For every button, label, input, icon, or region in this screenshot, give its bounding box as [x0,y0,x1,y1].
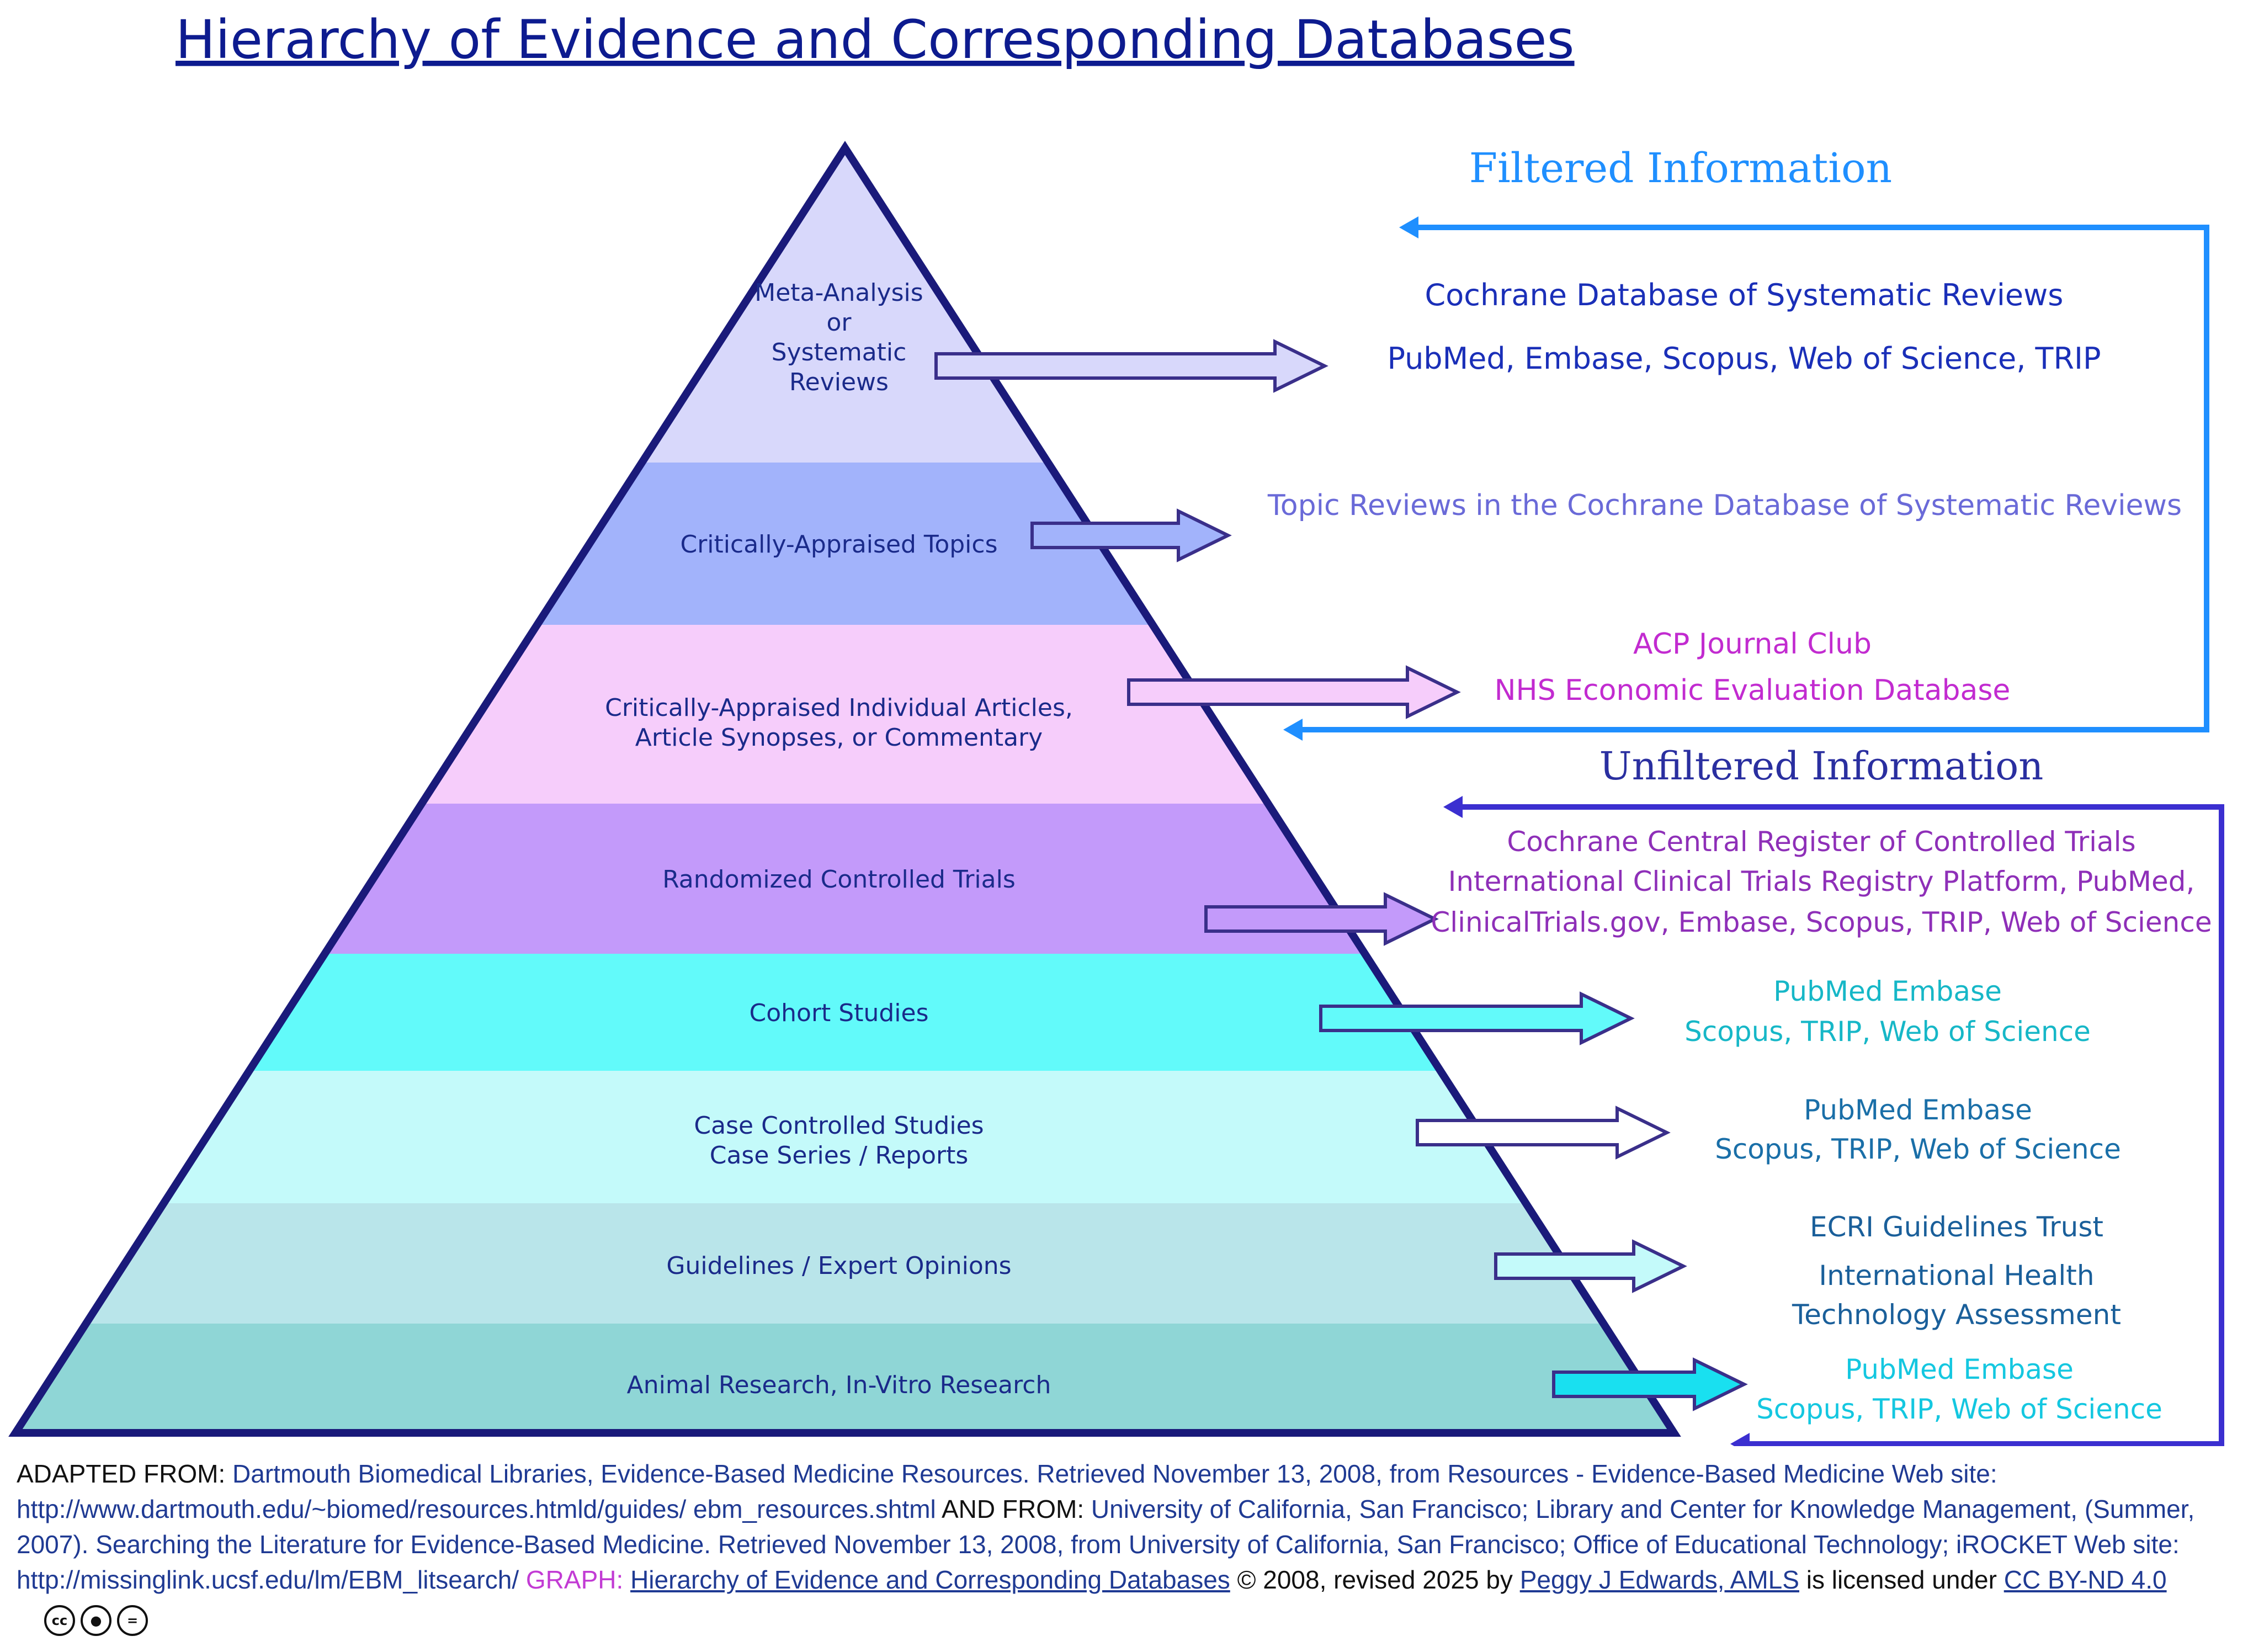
tier-arrow [934,339,1328,393]
database-label: International Health [1819,1260,2094,1292]
author-link[interactable]: Peggy J Edwards, AMLS [1519,1565,1799,1594]
copyright-text: © 2008, revised 2025 by [1237,1565,1513,1594]
license-link[interactable]: CC BY-ND 4.0 [2003,1565,2167,1594]
pyramid-tier [249,954,1441,1071]
graph-title-link[interactable]: Hierarchy of Evidence and Corresponding … [630,1565,1230,1594]
evidence-pyramid-diagram: Hierarchy of Evidence and Corresponding … [8,9,2224,1446]
pyramid-tier [163,1071,1526,1203]
tier-arrow [1204,892,1439,946]
pyramid-tier-labels: Meta-AnalysisorSystematicReviewsCritical… [605,279,1073,1399]
and-from-label: AND FROM: [942,1495,1085,1523]
tier-arrow [1416,1106,1671,1160]
pyramid-tier [86,1203,1604,1324]
tier-arrow [1127,665,1461,719]
database-label: International Clinical Trials Registry P… [1448,865,2195,897]
tier-label: Randomized Controlled Trials [662,865,1016,894]
tier-arrow [1494,1239,1687,1293]
filtered-information-label: Filtered Information [1469,145,1892,192]
database-label: Scopus, TRIP, Web of Science [1715,1133,2121,1165]
tier-arrow [1319,991,1635,1045]
tier-label: Case Series / Reports [710,1141,969,1170]
cc-icon: cc [44,1605,75,1636]
tier-label: Meta-Analysis [754,279,923,307]
pyramid-tiers [15,148,1674,1433]
tier-arrow [1030,508,1232,562]
tier-label: Animal Research, In-Vitro Research [627,1371,1051,1399]
tier-label: Guidelines / Expert Opinions [666,1252,1011,1280]
tier-label: or [826,309,852,337]
filtered-bracket [1283,216,2209,741]
pyramid-tier [537,463,1153,625]
database-label: ACP Journal Club [1633,628,1872,661]
database-label: PubMed Embase [1845,1353,2074,1385]
database-labels: Cochrane Database of Systematic ReviewsP… [1267,278,2212,1425]
attribution-credit: ADAPTED FROM: Dartmouth Biomedical Libra… [17,1456,2219,1636]
pyramid-outline [8,141,1681,1437]
tier-label: Case Controlled Studies [694,1112,984,1140]
pyramid-tier [325,804,1365,954]
tier-label: Reviews [789,368,889,396]
tier-arrows [934,339,1748,1411]
database-label: Cochrane Database of Systematic Reviews [1425,278,2064,312]
database-label: ClinicalTrials.gov, Embase, Scopus, TRIP… [1431,906,2212,938]
adapted-from-label: ADAPTED FROM: [17,1459,226,1488]
license-text: is licensed under [1806,1565,1997,1594]
unfiltered-bracket [1443,796,2224,1446]
database-label: Scopus, TRIP, Web of Science [1756,1393,2162,1425]
graph-label: GRAPH: [525,1565,624,1594]
database-label: Technology Assessment [1792,1299,2121,1331]
tier-label: Critically-Appraised Individual Articles… [605,694,1073,722]
database-label: Topic Reviews in the Cochrane Database o… [1267,489,2182,522]
database-label: PubMed Embase [1804,1094,2032,1126]
pyramid-tier [15,1324,1674,1433]
tier-arrow [1552,1357,1748,1411]
nd-icon: = [117,1605,148,1636]
database-label: ECRI Guidelines Trust [1810,1211,2103,1243]
tier-label: Systematic [772,338,907,366]
database-label: PubMed Embase [1773,975,2002,1007]
source-citation-2: University of California, San Francisco;… [17,1495,2195,1594]
unfiltered-information-label: Unfiltered Information [1599,743,2044,789]
database-label: NHS Economic Evaluation Database [1495,674,2011,707]
database-label: Cochrane Central Register of Controlled … [1507,826,2135,858]
tier-label: Cohort Studies [750,999,929,1027]
pyramid-tier [422,625,1268,804]
tier-label: Article Synopses, or Commentary [635,724,1043,752]
pyramid-tier [641,148,1048,463]
database-label: PubMed, Embase, Scopus, Web of Science, … [1387,341,2101,376]
source-citation-1: Dartmouth Biomedical Libraries, Evidence… [17,1459,1997,1523]
page-title: Hierarchy of Evidence and Corresponding … [176,9,1575,71]
tier-label: Critically-Appraised Topics [680,530,997,559]
database-label: Scopus, TRIP, Web of Science [1684,1016,2091,1048]
cc-license-icons: cc●= [44,1598,153,1636]
by-icon: ● [81,1605,111,1636]
